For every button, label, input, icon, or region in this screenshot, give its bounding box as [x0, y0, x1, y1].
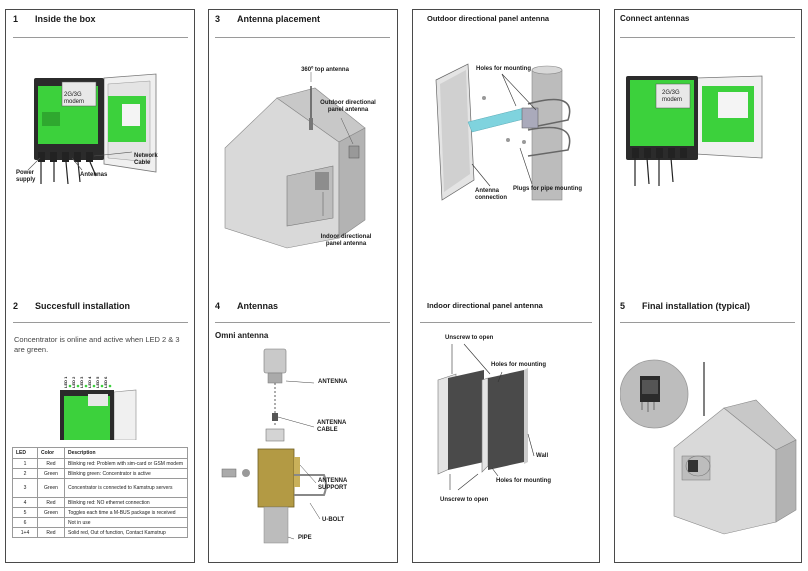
u-bolt-label: U-BOLT: [322, 517, 345, 523]
indoor-panel-rule: [420, 322, 592, 323]
final-installation-illustration: [620, 359, 797, 535]
indoor-holes-top-label: Holes for mounting: [491, 362, 546, 368]
connect-modem-label: 2G/3G modem: [662, 90, 683, 103]
indoor-panel-antenna-illustration: [437, 343, 535, 491]
unscrew-top-label: Unscrew to open: [445, 335, 494, 341]
omni-antenna-heading: Omni antenna: [215, 331, 269, 340]
section-4-rule: [215, 322, 390, 323]
connect-antennas-rule: [620, 37, 795, 38]
connect-antennas-heading: Connect antennas: [620, 14, 690, 23]
network-cable-label: Network Cable: [134, 153, 158, 166]
indoor-directional-label: Indoor directional panel antenna: [320, 234, 372, 247]
omni-antenna-illustration: [221, 348, 327, 544]
section-2-rule: [13, 322, 188, 323]
antenna-connection-label: Antenna connection: [475, 188, 508, 201]
section-5-rule: [620, 322, 795, 323]
pipe-label: PIPE: [298, 535, 312, 541]
section-3-rule: [215, 37, 390, 38]
wall-label: Wall: [536, 453, 549, 459]
column-header: Color: [37, 447, 65, 459]
antenna-support-label: ANTENNA SUPPORT: [318, 478, 348, 491]
power-supply-label: Power supply: [16, 170, 36, 183]
section-1-rule: [13, 37, 188, 38]
installation-success-text: Concentrator is online and active when L…: [14, 335, 180, 354]
outdoor-directional-label: Outdoor directional panel antenna: [320, 100, 376, 113]
modem-label: 2G/3G modem: [64, 92, 85, 105]
unscrew-bottom-label: Unscrew to open: [440, 497, 489, 503]
indoor-holes-bottom-label: Holes for mounting: [496, 478, 551, 484]
top-antenna-label: 360º top antenna: [301, 67, 349, 73]
column-header: Description: [64, 447, 188, 459]
led-box-illustration: [60, 384, 137, 440]
outdoor-panel-heading: Outdoor directional panel antenna: [427, 14, 550, 23]
concentrator-box-illustration: [27, 73, 157, 185]
antenna-part-label: ANTENNA: [318, 379, 348, 385]
plugs-pipe-mounting-label: Plugs for pipe mounting: [513, 186, 582, 192]
house-antenna-placement-illustration: [224, 72, 366, 249]
antenna-cable-label: ANTENNA CABLE: [317, 420, 347, 433]
antennas-label: Antennas: [80, 172, 108, 178]
column-header: LED: [12, 447, 38, 459]
outdoor-holes-label: Holes for mounting: [476, 66, 531, 72]
table-header-row: LED Color Description: [12, 447, 188, 459]
outdoor-panel-antenna-illustration: [435, 63, 571, 201]
connect-antennas-illustration: [626, 75, 763, 186]
indoor-panel-heading: Indoor directional panel antenna: [427, 301, 543, 310]
